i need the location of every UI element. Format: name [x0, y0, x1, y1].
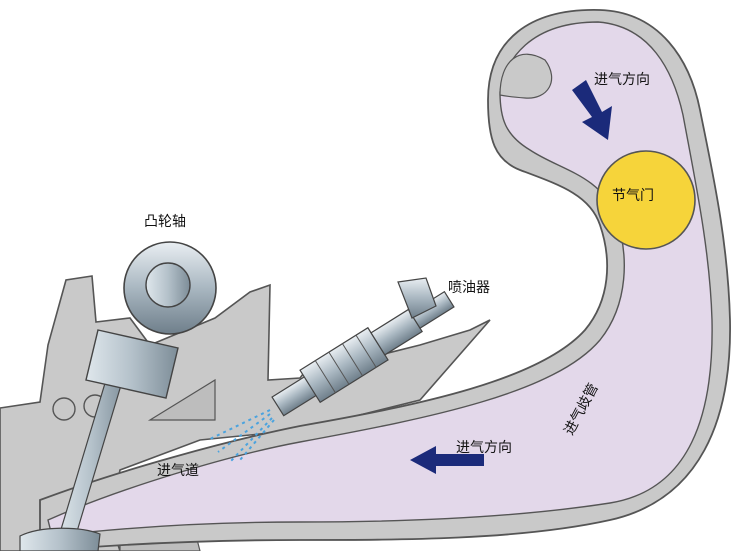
fuel-spray: [207, 409, 275, 463]
throttle-valve: [596, 150, 696, 250]
camshaft: [123, 241, 217, 335]
fuel-injector: [271, 290, 455, 417]
label-intake-port: 进气道: [157, 463, 199, 479]
label-throttle: 节气门: [612, 188, 654, 204]
label-flow-top: 进气方向: [594, 72, 650, 88]
injector-cap: [397, 277, 437, 319]
label-injector: 喷油器: [448, 280, 490, 296]
label-flow-bottom: 进气方向: [456, 440, 512, 456]
intake-valve: [19, 329, 179, 551]
flow-arrow-top: [572, 80, 612, 140]
label-camshaft: 凸轮轴: [144, 214, 186, 230]
flow-arrow-bottom: [410, 446, 484, 474]
intake-runner: [47, 21, 713, 537]
